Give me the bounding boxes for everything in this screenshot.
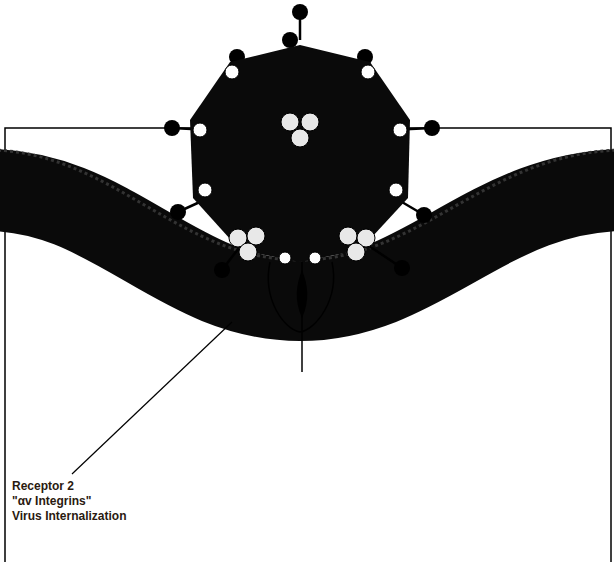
capsid: [190, 45, 410, 262]
fibers: [172, 12, 432, 270]
capsomer-edges: [193, 65, 407, 264]
callout-label: Receptor 2: [12, 479, 74, 494]
callout-label: Virus Internalization: [12, 509, 126, 524]
fiber-knobs: [164, 4, 440, 278]
penton-clusters: [229, 113, 375, 261]
receptor-fibers: [268, 262, 333, 372]
callout-label: "αv Integrins": [12, 494, 91, 509]
leader-line: [72, 322, 232, 474]
penton-base: [297, 270, 308, 318]
